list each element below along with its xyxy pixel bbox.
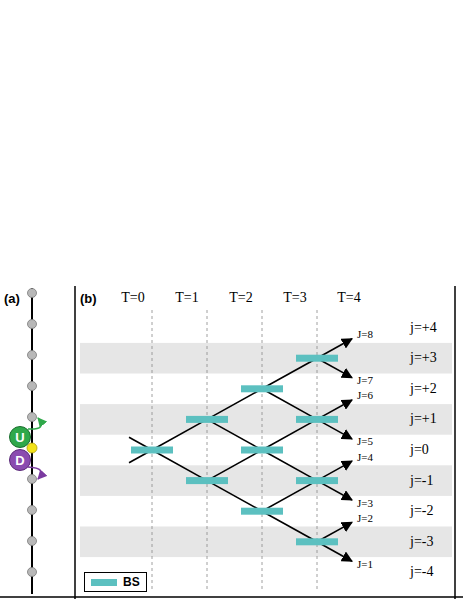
output-label: J=3 (357, 498, 373, 509)
time-label: T=4 (337, 291, 360, 305)
walk-path (152, 450, 207, 481)
lattice-site (28, 351, 37, 360)
beam-splitter (131, 447, 173, 454)
panel-divider (0, 596, 463, 598)
panel-divider (74, 286, 76, 599)
walk-path (207, 450, 262, 481)
spin-label: D (15, 454, 24, 467)
lattice-site (28, 506, 37, 515)
legend-text: BS (123, 576, 140, 588)
row-band (80, 404, 452, 435)
output-label: J=8 (357, 329, 373, 340)
lattice-site (28, 475, 37, 484)
site-label: j=+2 (410, 382, 437, 396)
output-label: J=1 (357, 559, 373, 570)
site-label: j=+3 (410, 351, 437, 365)
walk-path (207, 481, 262, 512)
site-label: j=+1 (410, 412, 437, 426)
walk-path (207, 419, 262, 450)
lattice-site (28, 568, 37, 577)
lattice-chain (31, 288, 33, 594)
time-line (207, 310, 208, 592)
site-label: j=-3 (410, 535, 433, 549)
beam-splitter (296, 355, 338, 362)
row-band (80, 343, 452, 374)
beam-splitters (131, 355, 338, 546)
time-label: T=2 (229, 291, 252, 305)
time-label: T=3 (283, 291, 306, 305)
walk-path (262, 511, 317, 542)
output-label: J=5 (357, 436, 373, 447)
site-label: j=-2 (410, 504, 433, 518)
walk-path (262, 389, 317, 420)
output-label: J=6 (357, 390, 373, 401)
row-band (80, 527, 452, 558)
spin-state-circle: D (9, 449, 31, 471)
panel-divider (454, 286, 456, 599)
output-label: J=7 (357, 375, 373, 386)
lattice-site (28, 537, 37, 546)
row-band (80, 465, 452, 496)
site-label: j=-4 (410, 565, 433, 579)
beam-splitter (241, 385, 283, 392)
legend-box: BS (84, 572, 147, 592)
spin-state-circle: U (9, 426, 31, 448)
beam-splitter (186, 477, 228, 484)
time-line (317, 310, 318, 592)
hop-arrow-up (28, 418, 41, 429)
site-label: j=0 (410, 443, 429, 457)
beam-splitter (241, 447, 283, 454)
beam-splitter (241, 508, 283, 515)
beam-splitter (186, 416, 228, 423)
lattice-site (28, 413, 37, 422)
time-label: T=1 (175, 291, 198, 305)
walk-path (262, 419, 317, 450)
walk-path (262, 481, 317, 512)
lattice-site (28, 289, 37, 298)
beam-splitter (296, 416, 338, 423)
time-label: T=0 (121, 291, 144, 305)
site-label: j=-1 (410, 474, 433, 488)
panel-label: (a) (4, 292, 20, 305)
panel-label: (b) (80, 292, 97, 305)
walk-path (262, 358, 317, 389)
legend-swatch (91, 579, 117, 586)
lattice-site (27, 443, 37, 453)
walk-path (262, 450, 317, 481)
row-bands (80, 343, 452, 557)
lattice-site (28, 320, 37, 329)
output-label: J=2 (357, 513, 373, 524)
output-label: J=4 (357, 452, 373, 463)
time-grid (152, 310, 317, 592)
lattice-site (28, 382, 37, 391)
spin-label: U (15, 431, 24, 444)
hop-arrow-down (28, 467, 41, 479)
beam-splitter (296, 477, 338, 484)
beam-splitter (296, 538, 338, 545)
walk-path (207, 389, 262, 420)
walk-paths (129, 339, 352, 562)
walk-path (152, 419, 207, 450)
site-label: j=+4 (410, 321, 437, 335)
